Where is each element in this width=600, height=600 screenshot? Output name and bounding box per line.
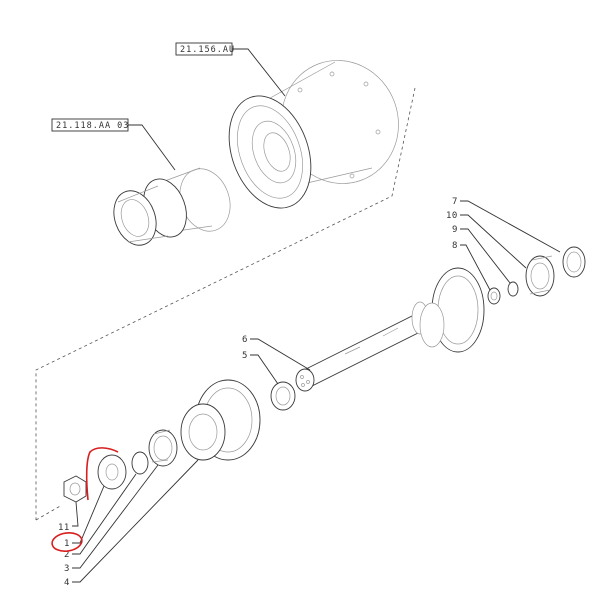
callout-2: 2: [64, 550, 70, 560]
callout-1: 1: [64, 539, 70, 549]
gear-4-drawing: [180, 379, 261, 461]
leader-7: [460, 200, 561, 253]
upper-gear-drawing: [113, 167, 231, 246]
bearing-stack-drawing: [487, 246, 586, 305]
reference-box-upper-housing[interactable]: 21.156.AU: [175, 42, 235, 56]
leader-11: [72, 501, 79, 527]
leader-9: [460, 228, 511, 284]
callout-8: 8: [452, 241, 458, 251]
washer-5-drawing: [270, 381, 296, 411]
leader-4: [72, 459, 199, 583]
leader-8: [460, 244, 491, 291]
nut-11-drawing: [63, 475, 87, 503]
leader-5: [250, 354, 279, 385]
assembly-boundary: [35, 87, 416, 521]
callout-10: 10: [446, 211, 458, 221]
reference-label-upper-housing: 21.156.AU: [180, 45, 235, 55]
callout-5: 5: [242, 351, 248, 361]
red-annotation-circle: [51, 532, 83, 552]
callout-6: 6: [242, 335, 248, 345]
callout-7: 7: [452, 197, 458, 207]
callout-9: 9: [452, 225, 458, 235]
washer-1-drawing: [97, 454, 127, 490]
red-annotation-line: [85, 447, 119, 501]
main-shaft-drawing: [295, 267, 485, 392]
bearing-3-drawing: [148, 429, 178, 467]
reference-box-upper-gear[interactable]: 21.118.AA 03: [51, 118, 129, 132]
leader-upper-housing: [232, 48, 286, 97]
leader-10: [460, 214, 527, 269]
callout-4: 4: [64, 578, 70, 588]
leader-upper-gear: [128, 124, 176, 171]
upper-housing-drawing: [228, 60, 399, 209]
callout-3: 3: [64, 564, 70, 574]
leader-3: [72, 464, 159, 569]
leader-1: [72, 485, 105, 544]
reference-label-upper-gear: 21.118.AA 03: [56, 121, 129, 131]
leader-6: [250, 338, 311, 371]
leader-2: [72, 473, 137, 555]
snap-ring-2-drawing: [131, 451, 149, 475]
callout-11: 11: [58, 523, 70, 533]
